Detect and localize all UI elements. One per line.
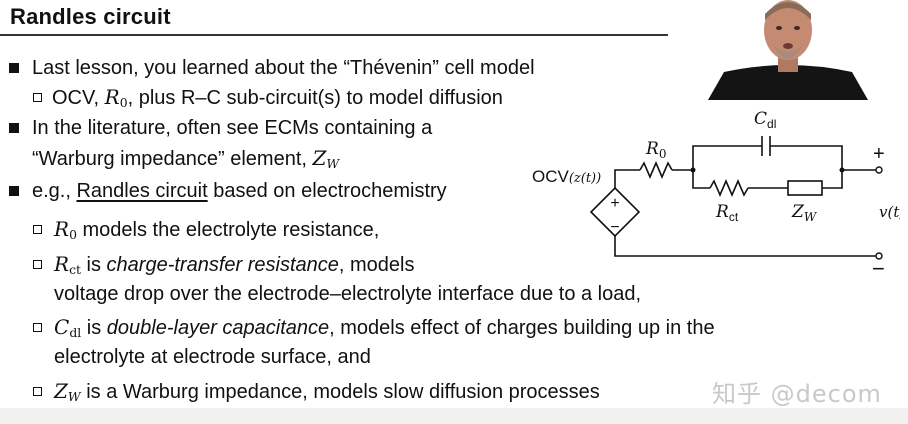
zw-element <box>787 180 823 196</box>
plus-label: + <box>873 143 885 165</box>
math-zw: ZW <box>54 379 81 405</box>
negative-terminal <box>875 252 883 260</box>
ocv-source <box>589 186 641 238</box>
sub-bullet-marker <box>33 323 42 332</box>
minus-label: − <box>872 256 885 280</box>
sub-item-2-text: R0 models the electrolyte resistance, <box>54 217 380 243</box>
source-plus-sign: + <box>610 195 619 212</box>
bullet-marker <box>9 123 19 133</box>
r0-label: R0 <box>645 139 666 161</box>
sub-bullet-marker <box>33 387 42 396</box>
rct-resistor <box>709 178 749 198</box>
slide-title: Randles circuit <box>10 4 171 29</box>
positive-terminal <box>875 166 883 174</box>
bullet-3-text: e.g., Randles circuit based on electroch… <box>32 180 447 202</box>
math-rct: Rct <box>54 252 81 278</box>
r0-resistor <box>639 160 673 180</box>
bullet-2-text: In the literature, often see ECMs contai… <box>32 117 433 139</box>
zw-label: ZW <box>791 202 818 224</box>
math-r0: R0 <box>54 217 77 243</box>
sub-bullet-marker <box>33 260 42 269</box>
math-r0: R0 <box>104 85 128 111</box>
webcam-video <box>668 0 908 100</box>
sub-item-1-text: OCV, R0, plus R–C sub-circuit(s) to mode… <box>52 85 503 111</box>
bottom-bar <box>0 408 908 424</box>
sub-item-3-text: Rct is charge-transfer resistance, model… <box>54 252 415 278</box>
presenter-image <box>668 0 908 100</box>
title-rule <box>0 34 668 36</box>
sub-item-3-text-line2: voltage drop over the electrode–electrol… <box>54 283 642 305</box>
sub-item-4-text-line2: electrolyte at electrode surface, and <box>54 346 371 368</box>
randles-circuit-diagram: + − OCV(z(t)) R0 Cdl Rct ZW + − v(t) <box>532 109 900 280</box>
sub-item-4-text: Cdl is double-layer capacitance, models … <box>54 315 715 341</box>
ocv-label: OCV(z(t)) <box>532 167 601 186</box>
sub-bullet-marker <box>33 93 42 102</box>
bullet-2-text-line2: “Warburg impedance” element, ZW <box>32 146 340 172</box>
math-cdl: Cdl <box>54 315 82 341</box>
bullet-1-text: Last lesson, you learned about the “Thév… <box>32 57 535 79</box>
sub-bullet-marker <box>33 225 42 234</box>
rct-label: Rct <box>715 202 739 224</box>
watermark: 知乎 @decom <box>712 380 882 408</box>
randles-circuit-link[interactable]: Randles circuit <box>76 180 208 202</box>
sub-item-5-text: ZW is a Warburg impedance, models slow d… <box>54 379 600 405</box>
math-zw: ZW <box>312 146 340 172</box>
vt-label: v(t) <box>879 203 900 221</box>
cdl-label: Cdl <box>754 109 776 131</box>
source-minus-sign: − <box>610 219 619 236</box>
bullet-marker <box>9 186 19 196</box>
bullet-marker <box>9 63 19 73</box>
